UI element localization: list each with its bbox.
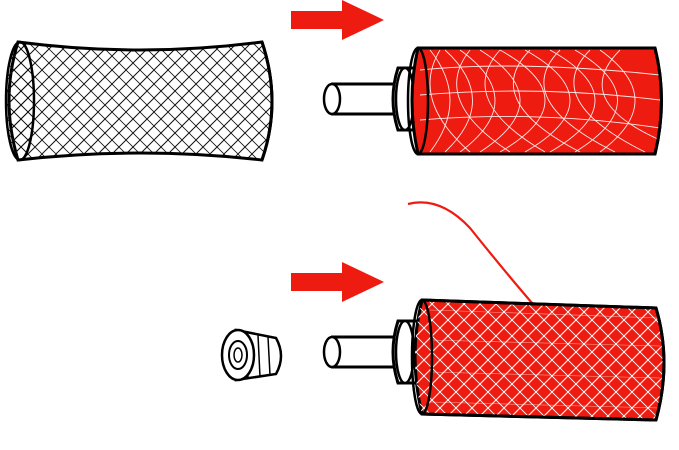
spool-cap-icon — [220, 328, 283, 382]
bottom-thread-spool-icon — [322, 298, 666, 422]
mesh-sleeve-icon — [4, 40, 274, 162]
bottom-right-arrow-icon — [291, 262, 384, 302]
top-thread-spool-icon — [322, 46, 663, 156]
top-right-arrow-icon — [291, 0, 384, 40]
